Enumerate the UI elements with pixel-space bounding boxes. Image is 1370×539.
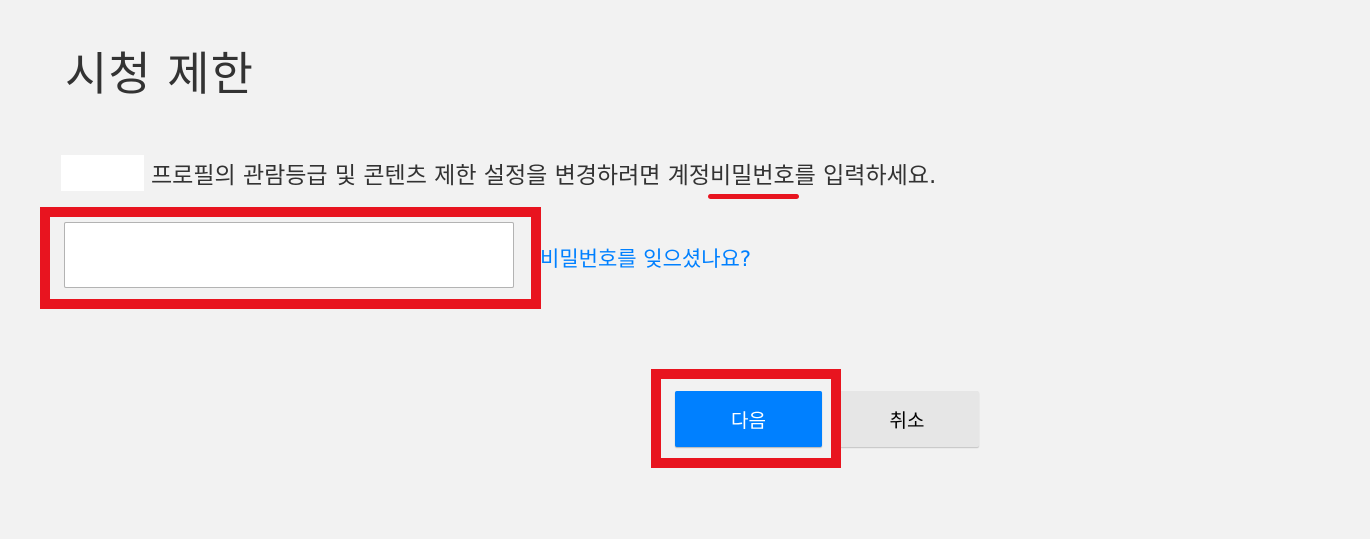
next-button[interactable]: 다음 (675, 391, 822, 447)
cancel-button[interactable]: 취소 (835, 391, 979, 447)
instruction-password-word: 비밀번호 (710, 163, 795, 189)
instruction-text: 프로필의 관람등급 및 콘텐츠 제한 설정을 변경하려면 계정 비밀번호 를 입… (61, 155, 937, 199)
red-underline-annotation (708, 194, 799, 199)
page-title: 시청 제한 (65, 47, 254, 101)
instruction-text-before: 프로필의 관람등급 및 콘텐츠 제한 설정을 변경하려면 계정 (151, 163, 711, 189)
password-input[interactable] (64, 222, 514, 288)
instruction-password-emphasis: 비밀번호 (708, 156, 799, 199)
instruction-text-after: 를 입력하세요. (794, 163, 937, 189)
forgot-password-link[interactable]: 비밀번호를 잊으셨나요? (540, 247, 752, 271)
profile-name-redacted (61, 155, 144, 191)
